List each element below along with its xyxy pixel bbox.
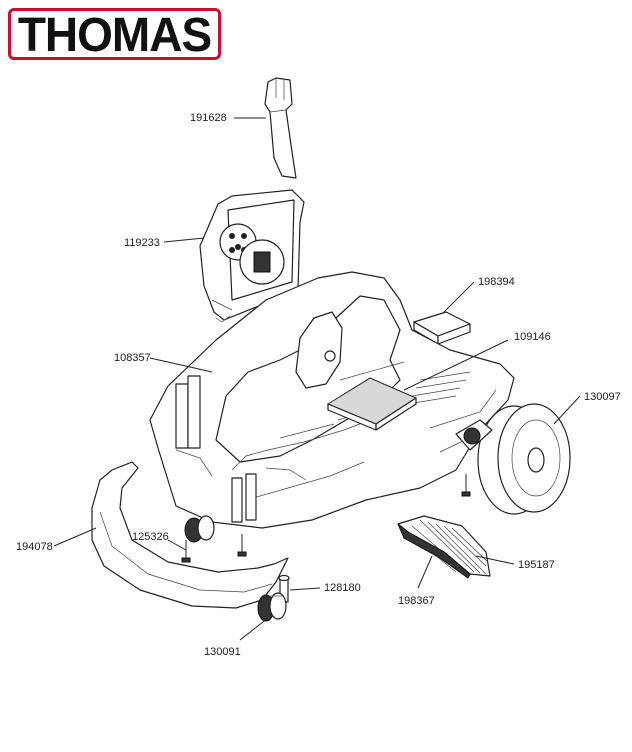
part-130091-castor-wheel xyxy=(257,592,287,622)
part-109146-filter-plate xyxy=(326,377,418,431)
leader-lines xyxy=(53,117,581,641)
label-130091: 130091 xyxy=(204,646,241,658)
label-191628: 191628 xyxy=(190,112,227,124)
label-194078: 194078 xyxy=(16,541,53,553)
label-109146: 109146 xyxy=(514,331,551,343)
part-191628-handle-bracket xyxy=(264,77,297,179)
brand-logo: THOMAS xyxy=(8,8,221,60)
label-195187: 195187 xyxy=(518,559,555,571)
label-130097: 130097 xyxy=(584,391,621,403)
part-194078-bumper xyxy=(91,461,289,609)
brand-logo-text: THOMAS xyxy=(17,6,212,62)
front-castor xyxy=(184,515,215,543)
part-108357-main-body xyxy=(149,271,515,529)
label-108357: 108357 xyxy=(114,352,151,364)
part-130097-rear-wheel xyxy=(455,403,571,515)
label-198394: 198394 xyxy=(478,276,515,288)
label-119233: 119233 xyxy=(124,237,160,249)
part-195187-grille xyxy=(397,515,491,579)
part-119233-motor-holder xyxy=(199,189,305,323)
label-198367: 198367 xyxy=(398,595,435,607)
label-128180: 128180 xyxy=(324,582,361,594)
label-125326: 125326 xyxy=(132,531,169,543)
part-198394-cover-plate xyxy=(413,311,471,345)
